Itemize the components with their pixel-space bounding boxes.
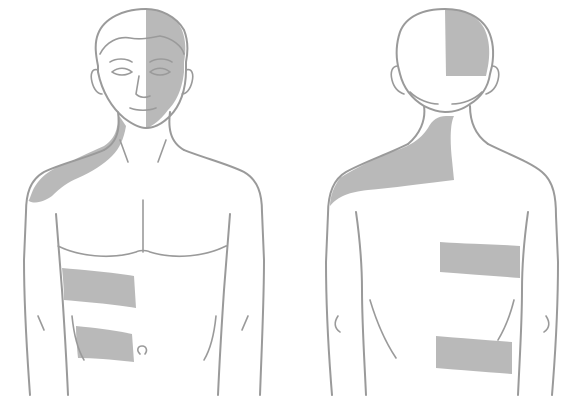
back-upper-band <box>440 242 520 278</box>
front-left-brow <box>110 59 132 62</box>
back-left-lower-line <box>370 300 396 358</box>
front-neck-right <box>169 112 184 150</box>
front-left-collar-line <box>120 140 128 162</box>
front-right-wrist-line <box>204 316 216 360</box>
front-navel <box>138 346 147 354</box>
front-chest-line <box>58 246 226 256</box>
front-right-collar-line <box>158 140 166 162</box>
back-head-shaded-region <box>445 9 489 76</box>
front-lower-abdominal-band <box>76 326 134 362</box>
front-left-forearm-line <box>38 316 44 330</box>
back-left-elbow-mark <box>335 316 340 332</box>
front-left-eye <box>112 68 132 75</box>
back-view <box>326 9 558 395</box>
back-left-torso-side <box>356 212 366 395</box>
front-shoulder-shaded-region <box>28 114 126 203</box>
back-neck-right <box>470 106 488 144</box>
front-view <box>24 9 264 395</box>
front-upper-abdominal-band <box>62 268 136 308</box>
back-lower-band <box>436 336 512 374</box>
front-right-shoulder-arm <box>184 150 264 395</box>
back-neck-shoulder-shaded-region <box>330 116 454 206</box>
front-right-forearm-line <box>242 316 248 330</box>
front-left-torso-side <box>56 214 68 395</box>
back-right-elbow-mark <box>544 316 549 332</box>
front-right-torso-side <box>218 214 230 395</box>
back-right-torso-side <box>518 212 528 395</box>
back-right-lower-line <box>498 300 514 340</box>
